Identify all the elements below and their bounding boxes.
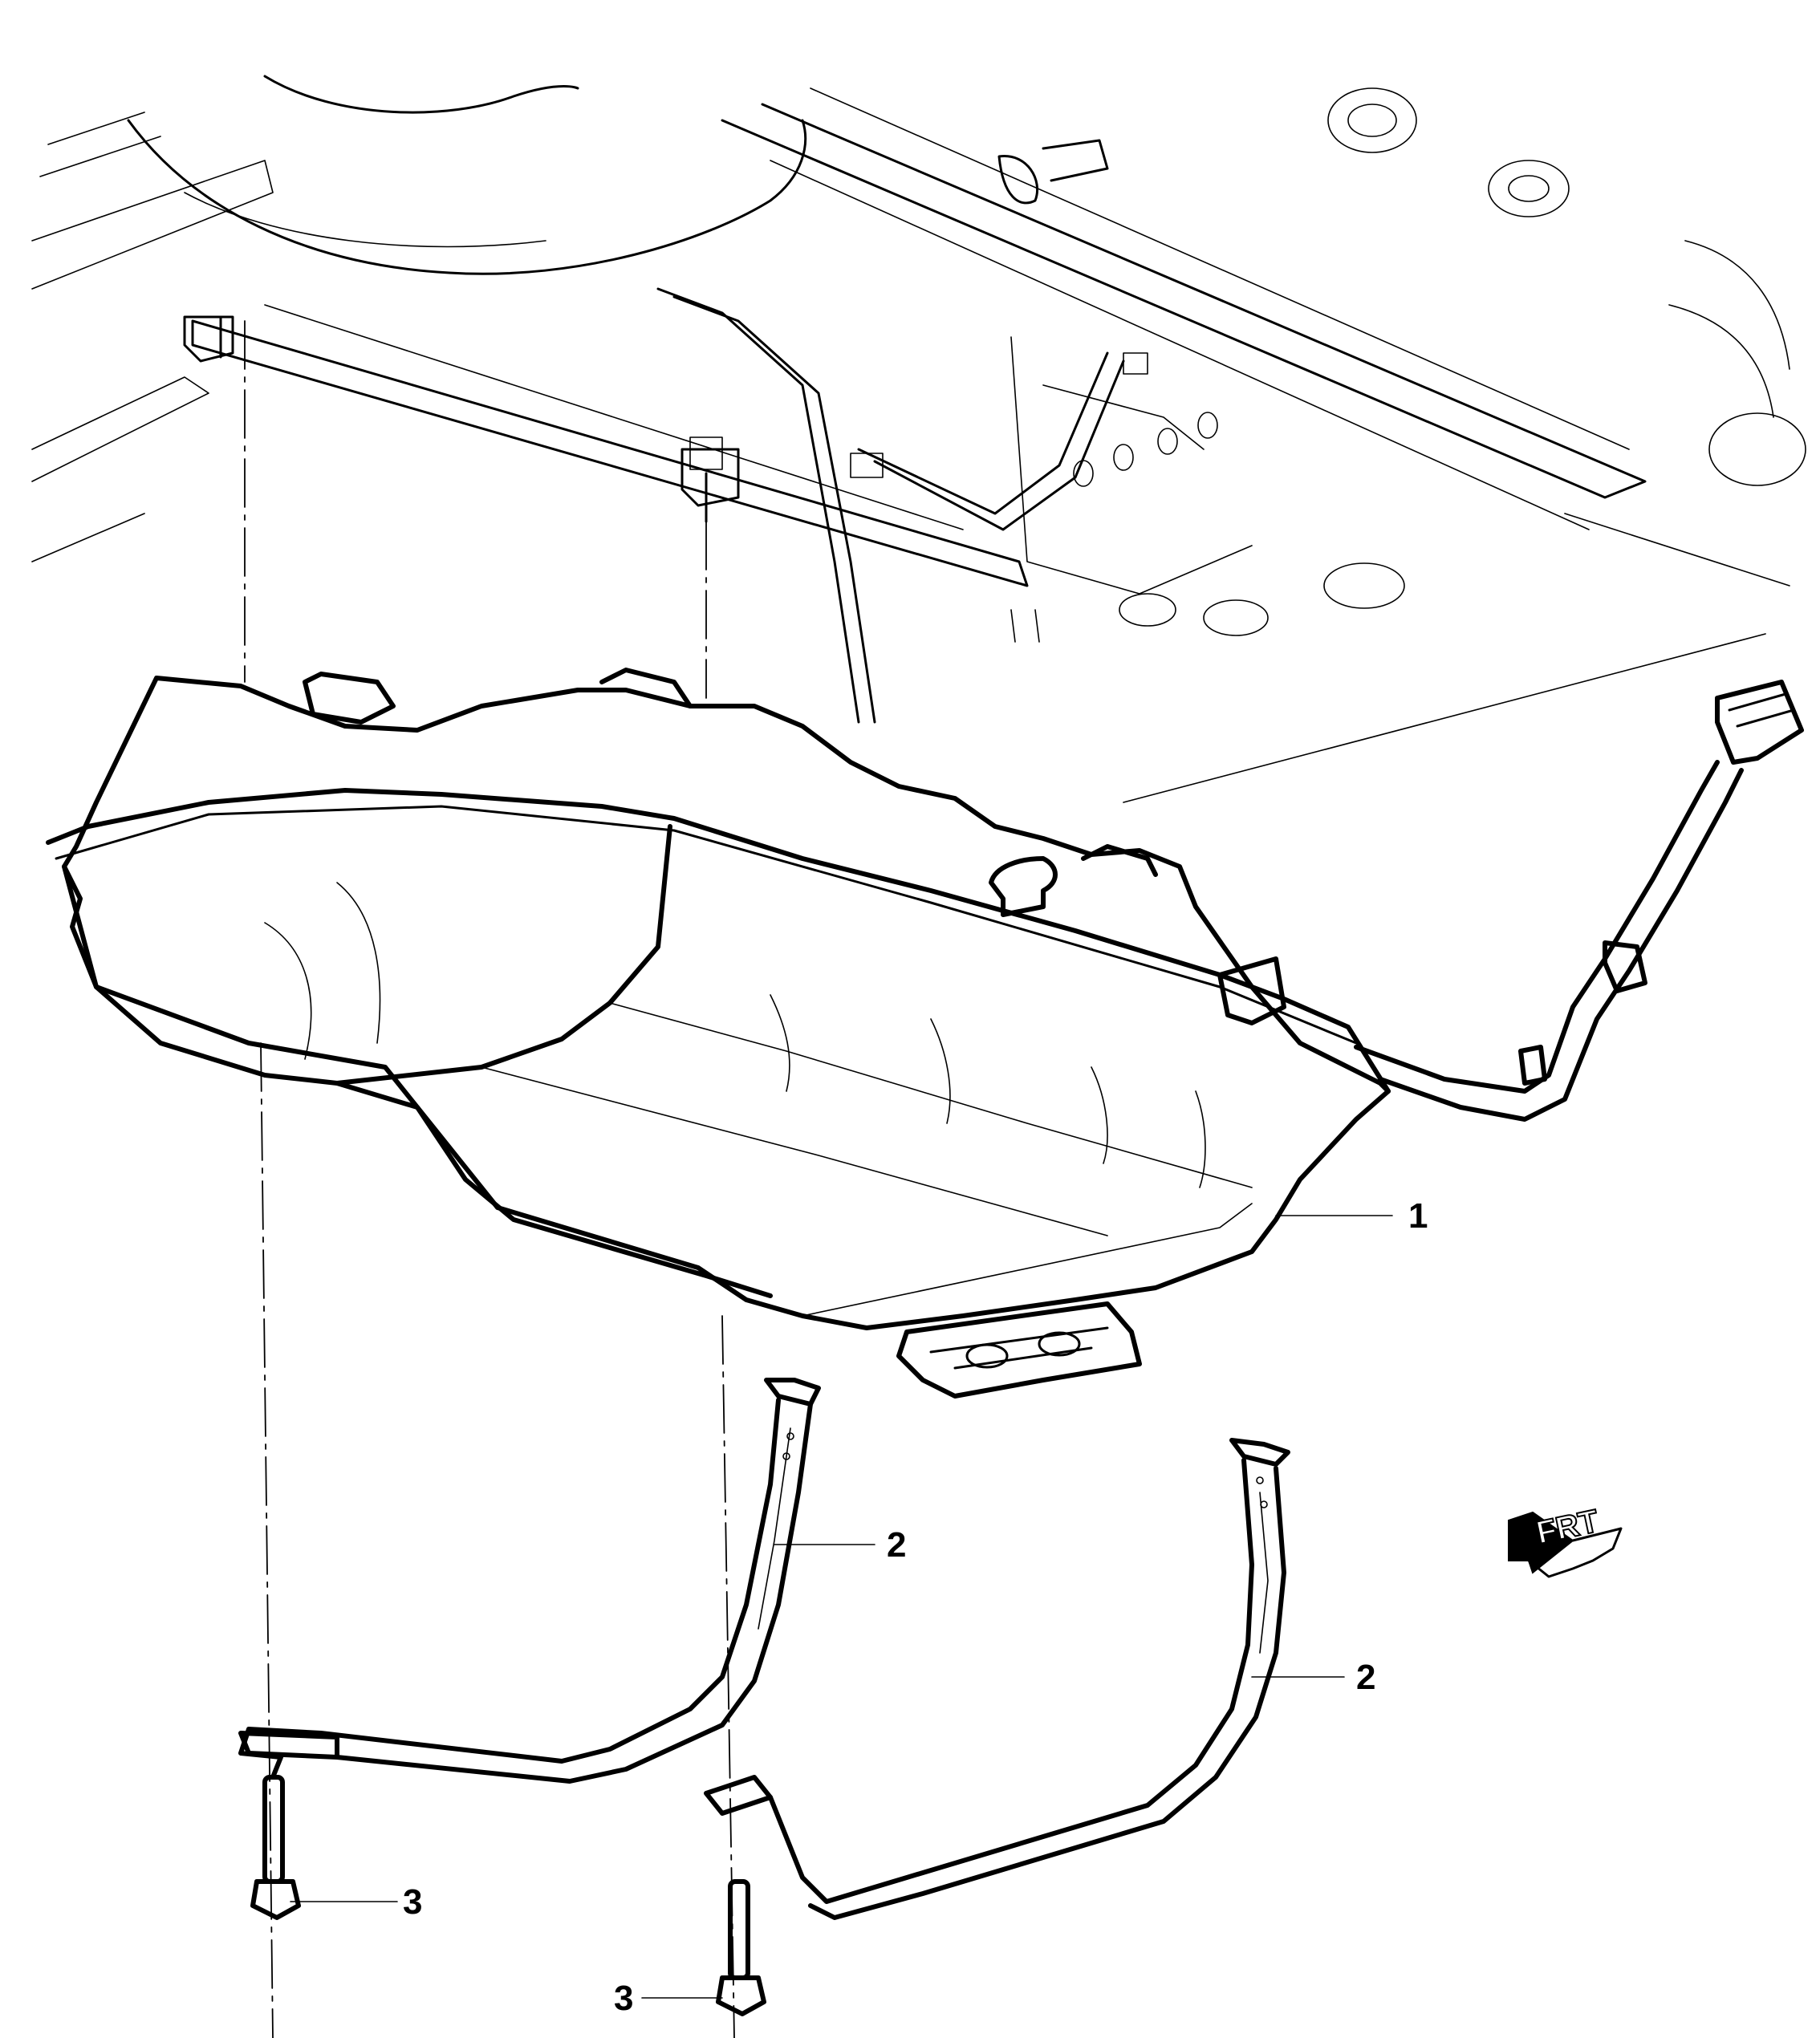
vehicle-underbody bbox=[31, 75, 1806, 803]
callout-2-left-strap: 2 bbox=[887, 1525, 906, 1565]
strap-bolt-right bbox=[716, 1879, 766, 2016]
strap-bolt-left bbox=[250, 1775, 301, 1920]
tank-strap-right bbox=[704, 1438, 1290, 1920]
tank-strap-left bbox=[238, 1378, 821, 1784]
alignment-lines bbox=[244, 320, 735, 2038]
front-direction-arrow-icon: FRT bbox=[1508, 1503, 1623, 1578]
callout-labels: 1 2 2 3 3 bbox=[403, 1196, 1428, 2018]
callout-leaders bbox=[290, 1215, 1393, 1999]
fuel-tank-vent-hose bbox=[1354, 680, 1804, 1122]
callout-3-left-bolt: 3 bbox=[403, 1882, 422, 1922]
callout-1: 1 bbox=[1408, 1196, 1428, 1236]
callout-3-right-bolt: 3 bbox=[614, 1979, 633, 2018]
callout-2-right-strap: 2 bbox=[1356, 1658, 1375, 1697]
frt-label: FRT bbox=[1534, 1504, 1602, 1551]
fuel-tank bbox=[46, 668, 1391, 1399]
